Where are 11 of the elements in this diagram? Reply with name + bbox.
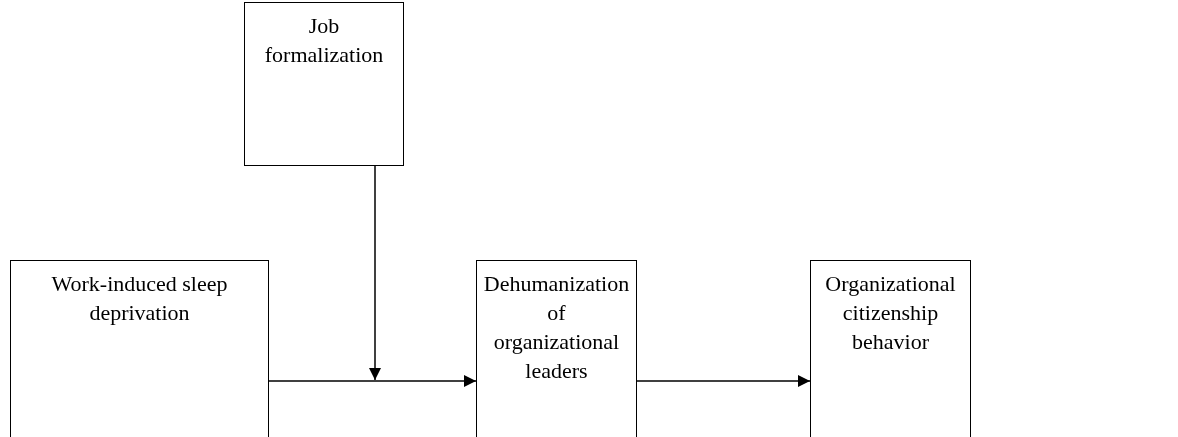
- box-label: Work-induced sleep deprivation: [50, 270, 229, 327]
- box-label: Dehumanization of organizational leaders: [483, 270, 630, 385]
- arrow: [636, 375, 811, 387]
- arrow: [369, 165, 381, 381]
- box-label: Job formalization: [263, 12, 385, 69]
- text-box: [810, 260, 971, 437]
- arrow: [268, 375, 477, 387]
- text-box: [476, 260, 637, 437]
- text-box: [244, 2, 404, 166]
- box-label: Organizational citizenship behavior: [824, 270, 957, 356]
- text-box: [10, 260, 269, 437]
